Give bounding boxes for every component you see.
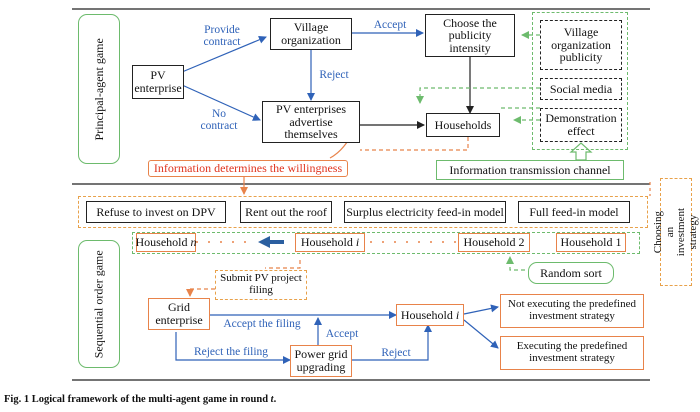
strategy-full-feed-in: Full feed-in model xyxy=(518,201,630,223)
executing-strategy-box: Executing the predefined investment stra… xyxy=(500,336,644,370)
channel-village-organization-publicity: Village organization publicity xyxy=(540,20,622,70)
submit-pv-project-filing-box: Submit PV project filing xyxy=(215,270,307,300)
household-i-box: Household i xyxy=(295,233,365,252)
provide-contract-label: Provide contract xyxy=(203,24,241,49)
information-transmission-channel-box: Information transmission channel xyxy=(436,160,624,180)
random-sort-box: Random sort xyxy=(528,262,614,284)
sequential-order-game-label: Sequential order game xyxy=(78,240,120,368)
no-contract-label: No contract xyxy=(200,108,238,133)
information-channels-container xyxy=(532,12,628,150)
choose-publicity-intensity-box: Choose the publicity intensity xyxy=(425,14,515,57)
pv-enterprise-box: PV enterprise xyxy=(132,65,184,99)
household-sequence-container xyxy=(132,232,640,254)
accept-upgrade-label: Accept xyxy=(325,328,359,340)
household-1-box: Household 1 xyxy=(556,233,626,252)
strategy-refuse-dpv: Refuse to invest on DPV xyxy=(86,201,226,223)
household-n-box: Household n xyxy=(136,233,197,252)
reject-label: Reject xyxy=(319,69,349,81)
channel-social-media: Social media xyxy=(540,78,622,100)
grid-enterprise-box: Grid enterprise xyxy=(148,298,210,330)
strategy-rent-roof: Rent out the roof xyxy=(240,201,332,223)
power-grid-upgrading-box: Power grid upgrading xyxy=(290,345,352,377)
choosing-investment-strategy-label: Choosing an investment strategy xyxy=(652,178,699,286)
not-executing-strategy-box: Not executing the predefined investment … xyxy=(500,294,644,328)
strategy-surplus-feed-in: Surplus electricity feed-in model xyxy=(344,201,506,223)
strategies-container xyxy=(78,196,648,228)
reject-upgrade-label: Reject xyxy=(381,347,411,359)
principal-agent-game-label: Principal-agent game xyxy=(78,14,120,164)
accept-label: Accept xyxy=(373,19,407,31)
channel-demonstration-effect: Demonstration effect xyxy=(540,108,622,142)
figure-caption: Fig. 1 Logical framework of the multi-ag… xyxy=(4,394,277,405)
household-i-bottom-box: Household i xyxy=(396,304,464,326)
reject-filing-label: Reject the filing xyxy=(193,346,269,358)
pv-enterprises-advertise-box: PV enterprises advertise themselves xyxy=(262,101,360,143)
household-2-box: Household 2 xyxy=(458,233,530,252)
information-willingness-note: Information determines the willingness t… xyxy=(148,160,348,177)
households-box: Households xyxy=(426,113,500,137)
village-organization-box: Village organization xyxy=(270,18,352,50)
accept-filing-label: Accept the filing xyxy=(223,318,301,330)
